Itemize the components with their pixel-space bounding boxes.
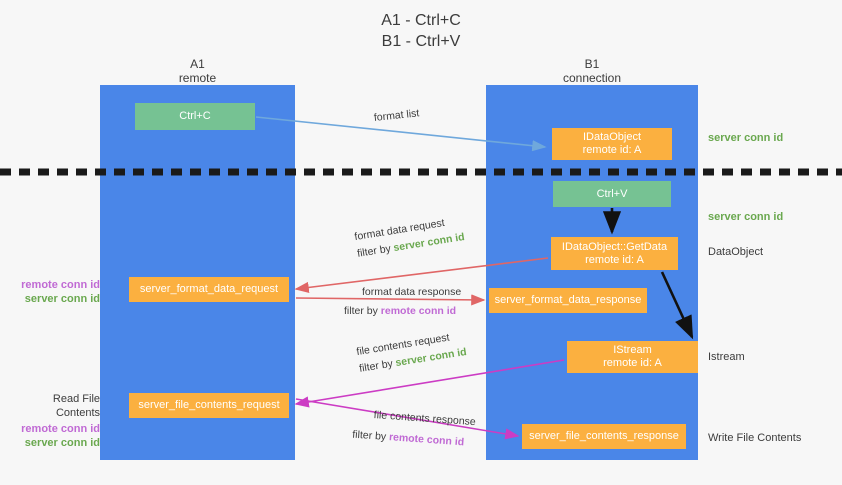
- lane-b1-name: B1: [584, 57, 600, 71]
- lane-b1-sub: connection: [562, 71, 622, 85]
- edge-label-format-data-response-filter-key: remote conn id: [380, 305, 457, 317]
- node-server-file-contents-request[interactable]: server_file_contents_request: [129, 393, 289, 418]
- lane-header-b1: B1 connection: [486, 57, 698, 85]
- node-getdata-label: IDataObject::GetData: [561, 240, 668, 253]
- lane-header-a1: A1 remote: [100, 57, 295, 85]
- lane-a1-name: A1: [190, 57, 205, 71]
- edge-label-format-data-response: format data response filter by remote co…: [344, 285, 462, 319]
- node-istream-sub: remote id: A: [603, 357, 662, 369]
- annotation-server-conn-id-1: server conn id: [24, 293, 100, 305]
- node-getdata-sub: remote id: A: [585, 253, 644, 266]
- node-istream-label: IStream: [613, 344, 652, 356]
- annotation-dataobject: DataObject: [708, 246, 764, 258]
- node-server-format-data-request-label: server_format_data_request: [139, 283, 279, 295]
- node-server-file-contents-request-label: server_file_contents_request: [138, 399, 280, 411]
- node-ctrl-v-label: Ctrl+V: [596, 187, 628, 200]
- node-istream[interactable]: IStream remote id: A: [567, 341, 698, 373]
- annotation-left-conn-ids-1: remote conn id server conn id: [8, 278, 100, 306]
- edge-label-format-list: format list: [373, 106, 420, 126]
- edge-label-format-data-response-filter-prefix: filter by: [344, 305, 381, 317]
- edge-label-format-data-response-text: format data response: [362, 286, 462, 298]
- annotation-istream: Istream: [708, 351, 745, 363]
- annotation-read-file-contents: Read File Contents: [52, 393, 100, 419]
- title-line-2: B1 - Ctrl+V: [381, 33, 461, 50]
- edge-label-file-contents-response-filter-prefix: filter by: [351, 428, 390, 444]
- node-ctrl-c-label: Ctrl+C: [179, 110, 211, 122]
- node-idataobject-label: IDataObject: [582, 131, 642, 143]
- edge-label-format-data-request-filter-prefix: filter by: [356, 242, 395, 260]
- edge-label-format-list-text: format list: [373, 107, 420, 124]
- node-server-format-data-response[interactable]: server_format_data_response: [489, 288, 647, 313]
- annotation-remote-conn-id-1: remote conn id: [21, 279, 100, 291]
- node-getdata[interactable]: IDataObject::GetData remote id: A: [551, 237, 678, 270]
- node-ctrl-v[interactable]: Ctrl+V: [553, 181, 671, 207]
- page-title: A1 - Ctrl+C B1 - Ctrl+V: [0, 10, 842, 52]
- edge-label-file-contents-response-filter-key: remote conn id: [388, 431, 465, 449]
- annotation-left-conn-ids-2: Read File Contents remote conn id server…: [8, 392, 100, 450]
- node-server-file-contents-response[interactable]: server_file_contents_response: [522, 424, 686, 449]
- title-line-1: A1 - Ctrl+C: [381, 12, 461, 29]
- annotation-server-conn-id-top: server conn id: [708, 132, 784, 144]
- node-idataobject[interactable]: IDataObject remote id: A: [552, 128, 672, 160]
- node-server-file-contents-response-label: server_file_contents_response: [529, 430, 679, 442]
- annotation-remote-conn-id-2: remote conn id: [21, 423, 100, 435]
- lane-a1-sub: remote: [178, 71, 217, 85]
- node-server-format-data-response-label: server_format_data_response: [494, 294, 642, 306]
- annotation-write-file-contents: Write File Contents: [708, 432, 802, 444]
- node-server-format-data-request[interactable]: server_format_data_request: [129, 277, 289, 302]
- edge-label-file-contents-response: file contents response filter by remote …: [352, 408, 477, 451]
- edge-label-file-contents-request-filter-prefix: filter by: [358, 357, 397, 375]
- annotation-server-conn-id-mid: server conn id: [708, 211, 784, 223]
- edge-label-file-contents-response-text: file contents response: [373, 409, 477, 429]
- node-ctrl-c[interactable]: Ctrl+C: [135, 103, 255, 130]
- edge-label-format-data-request: format data request filter by server con…: [353, 213, 466, 262]
- edge-label-file-contents-request: file contents request filter by server c…: [355, 328, 468, 377]
- annotation-server-conn-id-2: server conn id: [24, 437, 100, 449]
- node-idataobject-sub: remote id: A: [582, 144, 642, 156]
